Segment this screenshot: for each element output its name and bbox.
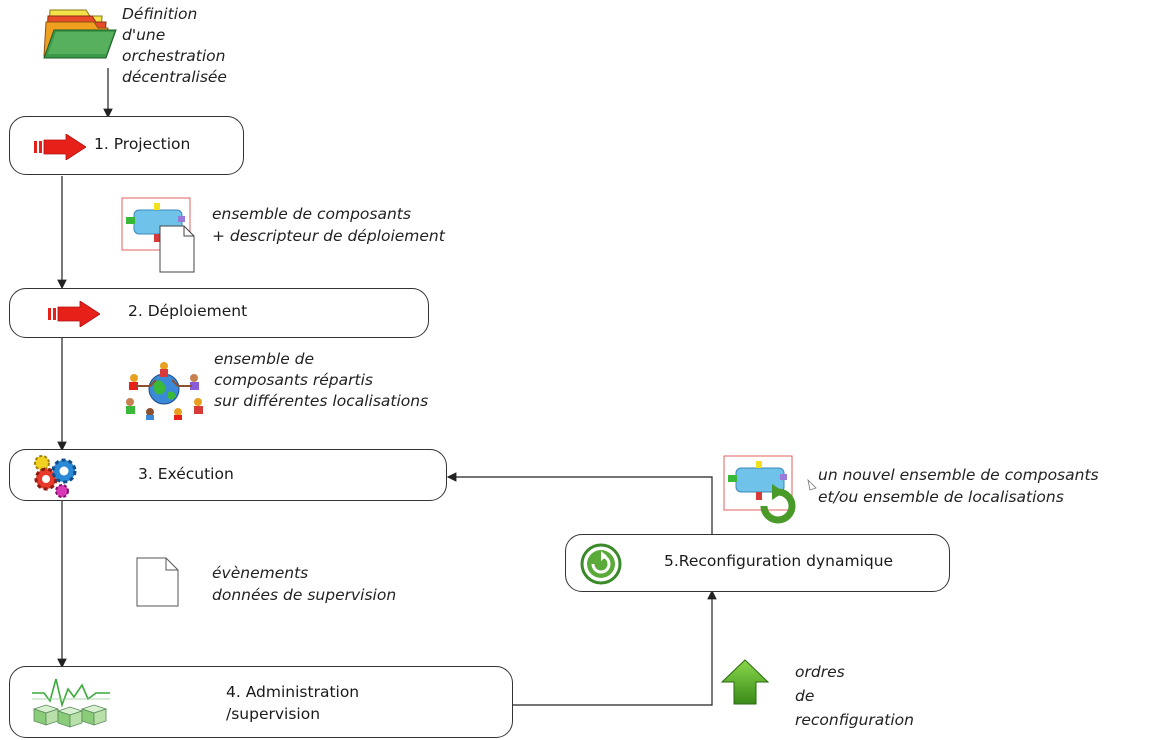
administration-line: /supervision bbox=[226, 705, 321, 723]
new-set-line: un nouvel ensemble de composants bbox=[818, 466, 1099, 484]
folder-icon bbox=[40, 6, 120, 62]
gears-icon bbox=[32, 453, 78, 503]
new-set-line: et/ou ensemble de localisations bbox=[818, 488, 1064, 506]
people-globe-icon bbox=[120, 358, 208, 420]
distributed-line: sur différentes localisations bbox=[214, 392, 429, 410]
events-text: évènements données de supervision bbox=[212, 562, 396, 606]
orders-text: ordres de reconfiguration bbox=[795, 660, 914, 732]
document-icon bbox=[136, 557, 180, 611]
step-execution: 3. Exécution bbox=[9, 449, 447, 501]
intro-line: décentralisée bbox=[122, 68, 227, 86]
connector-reconfiguration-to-execution bbox=[446, 472, 713, 535]
step-deploiement: 2. Déploiement bbox=[9, 288, 429, 338]
intro-line: d'une bbox=[122, 26, 166, 44]
step-reconfiguration: 5.Reconfiguration dynamique bbox=[565, 534, 950, 592]
new-set-text: un nouvel ensemble de composants et/ou e… bbox=[818, 464, 1099, 508]
intro-line: Définition bbox=[122, 5, 198, 23]
distributed-line: composants répartis bbox=[214, 371, 373, 389]
step-administration-label: 4. Administration /supervision bbox=[226, 681, 359, 725]
intro-text: Définition d'une orchestration décentral… bbox=[122, 4, 227, 88]
orders-line: de bbox=[795, 687, 815, 705]
step-projection: 1. Projection bbox=[9, 116, 244, 175]
red-arrow-icon bbox=[48, 300, 101, 331]
components-text: ensemble de composants + descripteur de … bbox=[212, 203, 445, 247]
distributed-text: ensemble de composants répartis sur diff… bbox=[214, 349, 428, 412]
step-projection-label: 1. Projection bbox=[94, 135, 191, 153]
events-line: évènements bbox=[212, 564, 309, 582]
orders-line: reconfiguration bbox=[795, 711, 914, 729]
distributed-line: ensemble de bbox=[214, 350, 315, 368]
step-administration: 4. Administration /supervision bbox=[9, 666, 513, 738]
connector-administration-to-reconfiguration bbox=[512, 589, 717, 706]
component-refresh-icon bbox=[722, 454, 820, 526]
green-up-arrow-icon bbox=[720, 658, 770, 710]
red-arrow-icon bbox=[34, 133, 87, 164]
intro-line: orchestration bbox=[122, 47, 226, 65]
monitoring-cubes-icon bbox=[30, 675, 112, 733]
refresh-icon bbox=[580, 543, 622, 589]
step-reconfiguration-label: 5.Reconfiguration dynamique bbox=[664, 552, 894, 570]
orders-line: ordres bbox=[795, 663, 845, 681]
components-line: + descripteur de déploiement bbox=[212, 227, 445, 245]
events-line: données de supervision bbox=[212, 586, 397, 604]
administration-line: 4. Administration bbox=[226, 683, 360, 701]
step-deploiement-label: 2. Déploiement bbox=[128, 302, 248, 320]
component-diagram-icon bbox=[120, 196, 202, 274]
step-execution-label: 3. Exécution bbox=[138, 465, 234, 483]
components-line: ensemble de composants bbox=[212, 205, 411, 223]
